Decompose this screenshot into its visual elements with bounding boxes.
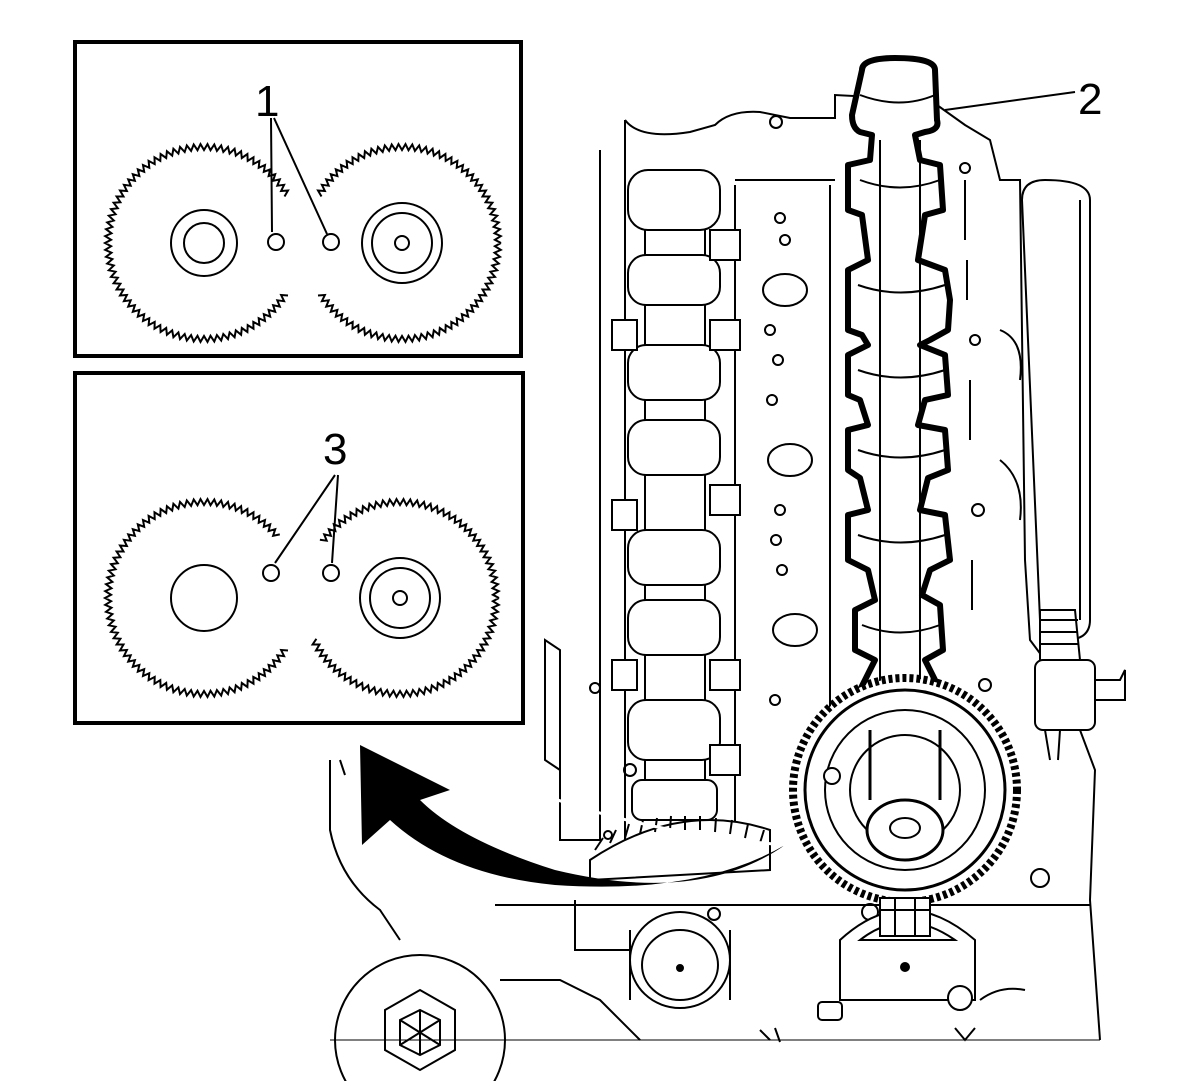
callout-3-leader [274,474,339,564]
inset-alignment-view-2 [73,371,525,725]
exhaust-camshaft-lobe-detail [857,94,946,720]
callout-1-leader [270,117,328,235]
intake-camshaft [611,169,741,821]
inset2-right-hub [359,557,441,639]
inset1-left-hub [170,209,238,277]
inset1-right-gear [316,142,503,344]
inset2-left-gear [102,497,289,699]
cylinder-head [544,93,1126,1041]
cam-position-sensor [1034,609,1126,761]
exhaust-camshaft-gear [789,674,1021,906]
inset1-right-hub [361,202,443,284]
inset1-left-timing-mark [267,233,285,251]
inset2-left-timing-mark [262,564,280,582]
rotation-direction-arrow [360,745,786,887]
callout-3: 3 [323,425,348,474]
exhaust-camshaft [845,55,953,733]
gear-teeth [102,142,290,344]
gear-teeth [310,497,501,699]
inset2-right-gear [310,497,501,699]
lower-engine-parts [329,759,1100,1086]
bearing-caps [611,229,741,776]
inset1-right-timing-mark [322,233,340,251]
inset2-left-hub [170,564,238,632]
inset2-right-timing-mark [322,564,340,582]
inset1-left-gear [102,142,290,344]
camshaft-lobes [627,169,721,761]
callout-2-leader [944,91,1076,111]
callout-2: 2 [1078,75,1103,124]
callout-1: 1 [255,77,280,126]
inset-alignment-view-1 [73,40,523,358]
gear-teeth [102,497,289,699]
intake-camshaft-gear [589,815,771,882]
gear-teeth [316,142,503,344]
head-holes [589,115,1050,921]
